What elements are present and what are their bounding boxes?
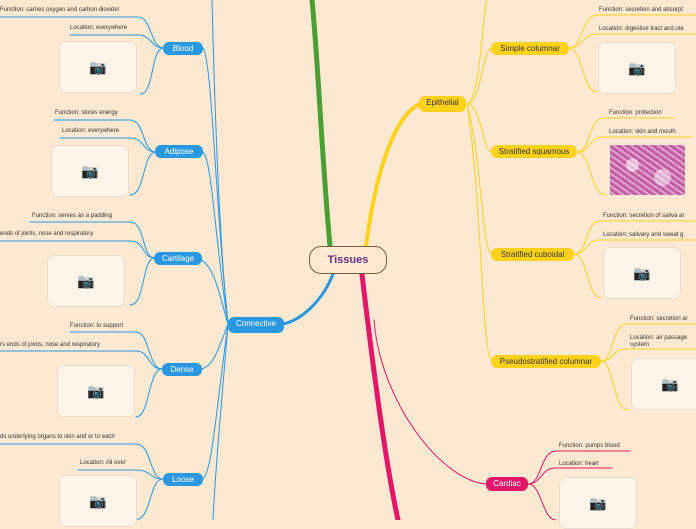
cartilage-topic[interactable]: Cartilage	[154, 252, 202, 265]
stratified-squamous-topic[interactable]: Stratified squamous	[491, 145, 577, 158]
blood-function-text: Function: carries oxygen and carbon diox…	[0, 7, 120, 13]
cardiac-location-text: Location: heart	[559, 461, 599, 467]
adipose-topic[interactable]: Adipose	[155, 145, 203, 158]
cartilage-image-placeholder[interactable]: 📷	[47, 255, 125, 307]
simple-columnar-function-text: Function: secretion and absorpt	[599, 7, 684, 13]
simple-columnar-location-text: Location: digestive tract and ute	[599, 26, 684, 32]
connective-topic[interactable]: Connective	[228, 317, 284, 333]
stratified-cuboidal-location-text: Location: salivary and sweat g	[603, 232, 684, 238]
camera-icon: 📷	[661, 376, 679, 392]
camera-icon: 📷	[87, 383, 105, 399]
stratified-squamous-function-text: Function: protection	[609, 110, 662, 116]
loose-image-placeholder[interactable]: 📷	[59, 475, 137, 527]
pseudostratified-location-text-line2: system	[630, 342, 650, 348]
adipose-function-text: Function: stores energy	[55, 110, 118, 116]
loose-function-text: ds underlying organs to skin and or to e…	[0, 434, 115, 440]
blood-topic[interactable]: Blood	[163, 42, 203, 55]
simple-columnar-image-placeholder[interactable]: 📷	[598, 42, 676, 94]
dense-topic[interactable]: Dense	[162, 363, 202, 376]
camera-icon: 📷	[589, 495, 607, 511]
stratified-cuboidal-function-text: Function: secretion of saliva ar	[603, 213, 685, 219]
dense-image-placeholder[interactable]: 📷	[57, 365, 135, 417]
pseudostratified-image-placeholder[interactable]: 📷	[631, 358, 696, 410]
stratified-squamous-location-text: Location: skin and mouth	[609, 129, 676, 135]
pseudostratified-location-text: Location: air passage	[630, 335, 688, 341]
cardiac-topic[interactable]: Cardiac	[486, 477, 528, 491]
camera-icon: 📷	[89, 493, 107, 509]
cardiac-function-text: Function: pumps blood	[559, 443, 620, 449]
stratified-cuboidal-image-placeholder[interactable]: 📷	[603, 247, 681, 299]
blood-image-placeholder[interactable]: 📷	[59, 41, 137, 93]
pseudostratified-columnar-topic[interactable]: Pseudostratified columnar	[491, 355, 601, 368]
stratified-squamous-tissue-image[interactable]	[610, 145, 685, 195]
adipose-image-placeholder[interactable]: 📷	[51, 145, 129, 197]
stratified-cuboidal-topic[interactable]: Stratified cuboidal	[491, 248, 574, 261]
blood-location-text: Location: everywhere	[70, 25, 128, 31]
dense-location-text: rs ends of joints, nose and respiratory	[0, 342, 101, 348]
camera-icon: 📷	[77, 273, 95, 289]
simple-columnar-topic[interactable]: Simple columnar	[491, 42, 569, 55]
cartilage-function-text: Function: serves as a padding	[32, 213, 113, 219]
camera-icon: 📷	[628, 60, 646, 76]
root-topic-tissues[interactable]: Tissues	[309, 246, 387, 274]
camera-icon: 📷	[81, 163, 99, 179]
cartilage-location-text: ends of joints, nose and respiratory	[0, 231, 94, 237]
pseudostratified-function-text: Function: secretion ar	[630, 316, 688, 322]
camera-icon: 📷	[89, 59, 107, 75]
cardiac-image-placeholder[interactable]: 📷	[559, 477, 637, 529]
epithelial-topic[interactable]: Epithelial	[419, 96, 466, 112]
loose-topic[interactable]: Loose	[163, 473, 203, 486]
loose-location-text: Location: All over	[80, 460, 126, 466]
camera-icon: 📷	[633, 265, 651, 281]
adipose-location-text: Location: everywhere	[62, 128, 120, 134]
dense-function-text: Function: to support	[70, 323, 124, 329]
